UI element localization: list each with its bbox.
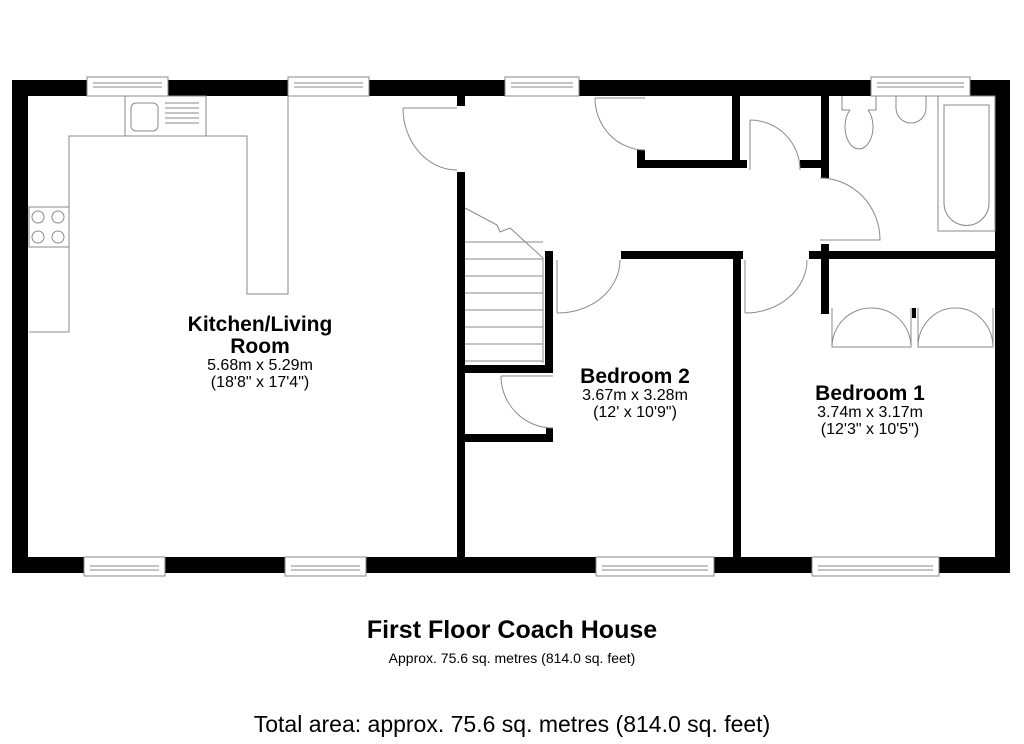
floorplan-drawing [12,76,1010,577]
room-imperial: (18'8" x 17'4") [210,373,310,391]
total-area: Total area: approx. 75.6 sq. metres (814… [253,711,771,737]
outer-walls [12,80,1010,573]
room-label-kitchen-living: Kitchen/Living Room 5.68m x 5.29m (18'8"… [150,313,370,392]
floor-title: First Floor Coach House [366,616,658,644]
room-name-line2: Room [230,335,290,359]
room-name: Bedroom 1 [815,382,925,405]
bathroom-fixtures [841,95,996,232]
kitchen-units [28,95,289,333]
room-label-bedroom-1: Bedroom 1 3.74m x 3.17m (12'3" x 10'5") [780,382,960,439]
room-name: Kitchen/Living [187,313,333,336]
floor-area: Approx. 75.6 sq. metres (814.0 sq. feet) [388,650,636,666]
windows-top [86,76,971,97]
room-metric: 3.74m x 3.17m [817,404,923,422]
interior-walls [457,96,995,557]
room-metric: 3.67m x 3.28m [582,387,688,405]
room-name: Bedroom 2 [580,365,690,388]
room-imperial: (12'3" x 10'5") [820,420,920,438]
doors [402,97,994,429]
room-imperial: (12' x 10'9") [593,403,677,421]
staircase [464,207,544,363]
windows-bottom [83,556,940,577]
room-label-bedroom-2: Bedroom 2 3.67m x 3.28m (12' x 10'9") [545,365,725,422]
room-metric: 5.68m x 5.29m [207,357,313,375]
